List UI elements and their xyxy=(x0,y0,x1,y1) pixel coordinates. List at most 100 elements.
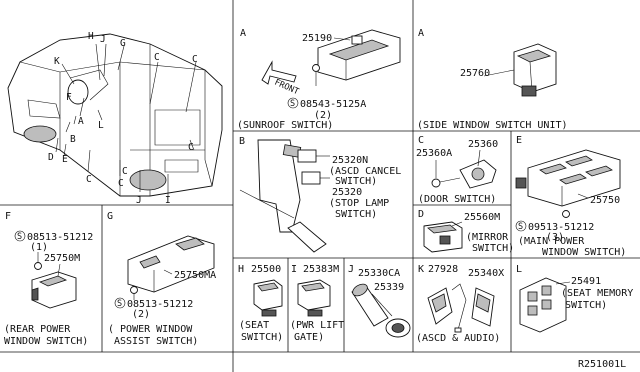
panel-f-rear-power-window: F S 08513-51212 (1) 25750M (REAR POWER W… xyxy=(4,211,93,347)
caption: SWITCH) xyxy=(335,209,377,220)
panel-letter: A xyxy=(240,28,246,39)
callout: J xyxy=(136,195,142,206)
part-number: 25750M xyxy=(44,253,80,264)
quantity: (3) xyxy=(546,232,564,243)
part-number: 25750 xyxy=(590,195,620,206)
part-number: 08543-5125A xyxy=(300,99,366,110)
part-number: 25330CA xyxy=(358,268,400,279)
part-number: 25760 xyxy=(460,68,490,79)
screw-symbol: S xyxy=(518,222,523,232)
caption: (MIRROR xyxy=(466,232,509,243)
caption: (DOOR SWITCH) xyxy=(418,194,496,205)
panel-j-power-outlet: J 25330CA 25339 xyxy=(348,264,411,338)
caption: (PWR LIFT xyxy=(290,320,344,331)
panel-letter: A xyxy=(418,28,424,39)
quantity: (2) xyxy=(132,309,150,320)
callout: G xyxy=(120,38,126,49)
part-number: 25339 xyxy=(374,282,404,293)
quantity: (1) xyxy=(30,242,48,253)
part-number: 25500 xyxy=(251,264,281,275)
caption: ASSIST SWITCH) xyxy=(114,336,198,347)
part-number: 09513-51212 xyxy=(528,222,594,233)
callout: D xyxy=(48,152,54,163)
caption: (SIDE WINDOW SWITCH UNIT) xyxy=(417,120,568,131)
caption: (SEAT xyxy=(239,320,269,331)
caption: (MAIN POWER xyxy=(518,236,585,247)
panel-letter: H xyxy=(238,264,244,275)
panel-i-power-lift-gate: I 25383M (PWR LIFT GATE) xyxy=(290,264,344,343)
panel-a-sunroof: A FRONT 25190 S 08543-5125A (2) (SUNROOF… xyxy=(237,28,401,131)
panel-h-seat-switch: H 25500 (SEAT SWITCH) xyxy=(238,264,283,343)
panel-letter: D xyxy=(418,209,424,220)
caption: (STOP LAMP xyxy=(329,198,389,209)
panel-letter: I xyxy=(291,264,297,275)
callout: C xyxy=(118,178,124,189)
panel-g-power-window-assist: G 25750MA S 08513-51212 (2) ( POWER WIND… xyxy=(107,211,216,347)
caption: (REAR POWER xyxy=(4,324,71,335)
caption: SWITCH) xyxy=(472,243,514,254)
panel-d-mirror-switch: D 25560M (MIRROR SWITCH) xyxy=(418,209,514,254)
callout: F xyxy=(66,92,72,103)
part-number: 25383M xyxy=(303,264,339,275)
caption: (ASCD CANCEL xyxy=(329,166,401,177)
callout: A xyxy=(78,116,84,127)
part-number: 08513-51212 xyxy=(127,299,193,310)
panel-letter: B xyxy=(239,136,245,147)
part-number: 25320 xyxy=(332,187,362,198)
callout: B xyxy=(70,134,76,145)
callout: C xyxy=(86,174,92,185)
vehicle-callouts: H J G K C C C F A L B E D C C J I C xyxy=(48,31,198,206)
panel-letter: L xyxy=(516,264,522,275)
diagram-code: R251001L xyxy=(578,359,626,370)
part-number: 25491 xyxy=(571,276,601,287)
callout: E xyxy=(62,154,68,165)
panel-letter: C xyxy=(418,135,424,146)
callout: L xyxy=(98,120,104,131)
part-number: 25750MA xyxy=(174,270,216,281)
screw-symbol: S xyxy=(290,99,295,109)
panel-b-pedal-switches: B 25320N (ASCD CANCEL SWITCH) 25320 (STO… xyxy=(239,136,401,253)
callout: C xyxy=(154,52,160,63)
callout: I xyxy=(165,195,171,206)
caption: (SEAT MEMORY xyxy=(561,288,633,299)
caption: ( POWER WINDOW xyxy=(108,324,193,335)
callout: K xyxy=(54,56,60,67)
panel-letter: G xyxy=(107,211,113,222)
part-number: 25320N xyxy=(332,155,368,166)
caption: GATE) xyxy=(294,332,324,343)
callout: C xyxy=(188,142,194,153)
panel-c-door-switch: C 25360A 25360 (DOOR SWITCH) xyxy=(416,135,498,205)
part-number: 25560M xyxy=(464,212,500,223)
panel-letter: E xyxy=(516,135,522,146)
caption: SWITCH) xyxy=(241,332,283,343)
part-number: 08513-51212 xyxy=(27,232,93,243)
panel-e-main-power-window: E 25750 S 09513-51212 (3) (MAIN POWER WI… xyxy=(515,135,626,258)
screw-symbol: S xyxy=(17,232,22,242)
callout: J xyxy=(100,34,106,45)
caption: SWITCH) xyxy=(335,176,377,187)
part-number: 25360 xyxy=(468,139,498,150)
part-number: 25360A xyxy=(416,148,452,159)
panel-l-seat-memory: L 25491 (SEAT MEMORY SWITCH) xyxy=(516,264,633,333)
panel-k-ascd-audio: K 27928 25340X (ASCD & AUDIO) xyxy=(416,264,504,344)
caption: WINDOW SWITCH) xyxy=(542,247,626,258)
callout: C xyxy=(192,54,198,65)
quantity: (2) xyxy=(314,110,332,121)
panel-a-side-window: A 25760 (SIDE WINDOW SWITCH UNIT) xyxy=(417,28,568,131)
caption: WINDOW SWITCH) xyxy=(4,336,88,347)
part-number: 27928 xyxy=(428,264,458,275)
caption: (SUNROOF SWITCH) xyxy=(237,120,333,131)
screw-symbol: S xyxy=(117,299,122,309)
part-number: 25190 xyxy=(302,33,332,44)
vehicle-overview xyxy=(7,33,223,197)
caption: SWITCH) xyxy=(565,300,607,311)
panel-letter: J xyxy=(348,264,354,275)
callout: H xyxy=(88,31,94,42)
caption: (ASCD & AUDIO) xyxy=(416,333,500,344)
panel-letter: F xyxy=(5,211,11,222)
panel-letter: K xyxy=(418,264,424,275)
callout: C xyxy=(122,166,128,177)
